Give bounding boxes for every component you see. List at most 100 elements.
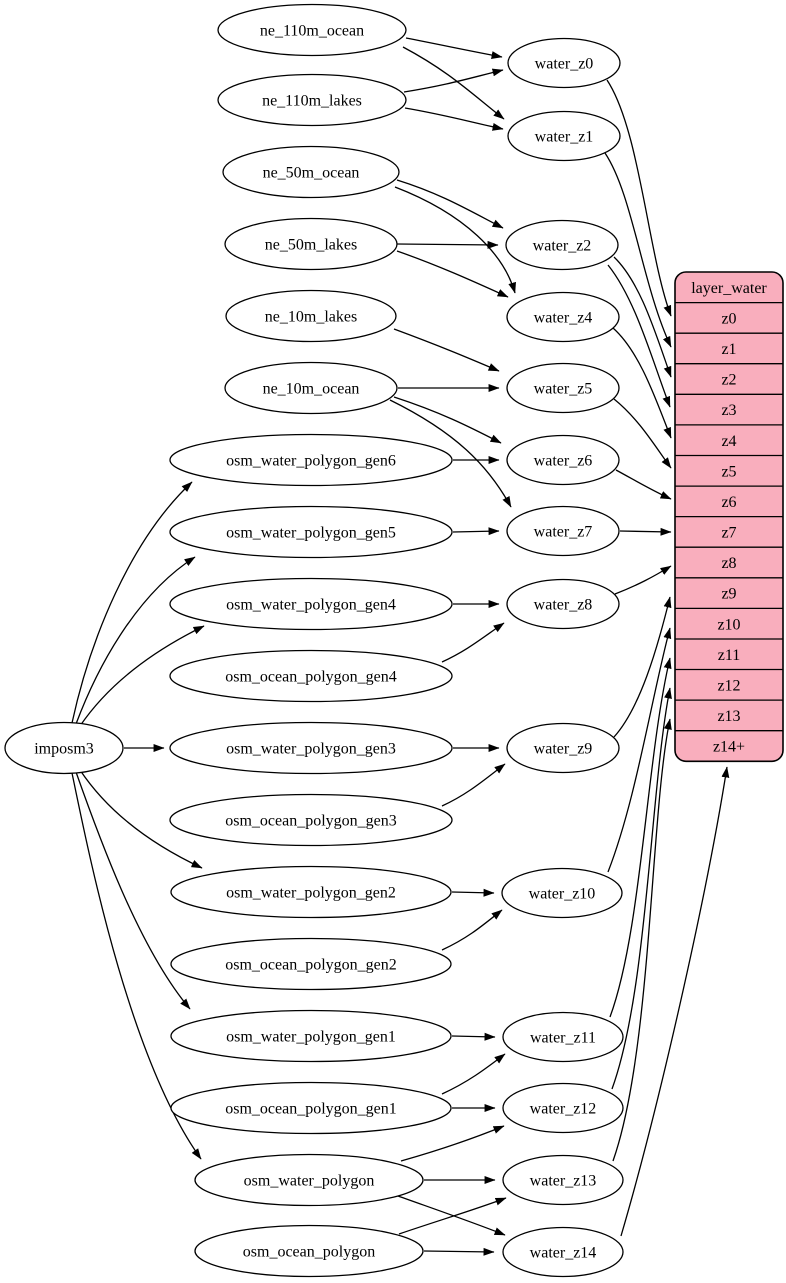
node-shape [506, 434, 620, 486]
edges [71, 37, 730, 1256]
table-row-z4: z4 [721, 433, 736, 450]
table-row-z13: z13 [717, 708, 740, 725]
node-shape [169, 721, 453, 775]
edge-ne_50m_lakes-water_z2 [396, 240, 499, 249]
node-osm_water_polygon_gen5: osm_water_polygon_gen5 [169, 505, 453, 559]
node-water_z2: water_z2 [505, 219, 619, 271]
node-shape [501, 867, 623, 919]
node-label: osm_ocean_polygon_gen1 [225, 1101, 397, 1118]
node-water_z6: water_z6 [506, 434, 620, 486]
node-label: water_z6 [534, 453, 593, 470]
node-water_z13: water_z13 [502, 1154, 624, 1206]
node-ne_110m_ocean: ne_110m_ocean [217, 3, 407, 57]
edge-water_z1-row_z1 [604, 152, 672, 348]
node-label: osm_water_polygon_gen3 [226, 741, 396, 758]
table-row-z6: z6 [721, 494, 736, 511]
node-label: osm_water_polygon_gen5 [226, 525, 396, 542]
edge-water_z10-row_z10 [607, 627, 672, 873]
node-label: water_z2 [533, 238, 592, 255]
table-row-z1: z1 [721, 341, 736, 358]
node-osm_water_polygon_gen3: osm_water_polygon_gen3 [169, 721, 453, 775]
node-label: ne_110m_ocean [260, 23, 364, 40]
node-water_z5: water_z5 [506, 362, 620, 414]
node-osm_water_polygon_gen2: osm_water_polygon_gen2 [170, 865, 452, 919]
edge-osm_ocean_polygon_gen4-water_z8 [441, 622, 505, 663]
node-shape [505, 219, 619, 271]
node-shape [507, 37, 621, 89]
node-label: osm_ocean_polygon_gen2 [225, 957, 397, 974]
node-label: water_z0 [535, 56, 594, 73]
edge-osm_ocean_polygon-water_z14 [423, 1247, 495, 1256]
node-water_z1: water_z1 [507, 110, 621, 162]
table-row-z7: z7 [721, 525, 736, 542]
edge-osm_ocean_polygon_gen2-water_z10 [441, 909, 503, 951]
edge-osm_water_polygon-water_z14 [397, 1195, 506, 1236]
edge-ne_50m_ocean-water_z4 [394, 186, 516, 294]
node-shape [170, 865, 452, 919]
edge-imposm3-osm_water_polygon_gen1 [75, 771, 191, 1010]
node-shape [170, 1009, 452, 1063]
node-water_z7: water_z7 [506, 505, 620, 557]
edge-ne_110m_ocean-water_z1 [402, 46, 505, 120]
edge-water_z4-row_z4 [612, 327, 672, 439]
node-water_z10: water_z10 [501, 867, 623, 919]
node-osm_water_polygon_gen4: osm_water_polygon_gen4 [169, 577, 453, 631]
edge-water_z2-row_z2 [613, 256, 672, 378]
table-title: layer_water [691, 280, 767, 297]
node-shape [4, 721, 124, 775]
edge-water_z13-row_z13 [612, 718, 672, 1162]
edge-ne_10m_ocean-water_z6 [393, 396, 502, 444]
edge-ne_110m_lakes-water_z0 [403, 68, 504, 93]
node-shape [169, 649, 453, 703]
node-shape [169, 577, 453, 631]
edge-ne_50m_ocean-water_z2 [396, 179, 504, 229]
node-osm_ocean_polygon: osm_ocean_polygon [194, 1224, 424, 1278]
node-label: osm_water_polygon_gen1 [226, 1029, 396, 1046]
edge-osm_ocean_polygon_gen3-water_z9 [441, 763, 506, 807]
node-shape [194, 1224, 424, 1278]
edge-water_z14-row_z14plus [620, 766, 730, 1237]
edge-osm_ocean_polygon-water_z13 [398, 1197, 507, 1235]
node-shape [170, 1081, 452, 1135]
node-label: osm_water_polygon_gen6 [226, 453, 396, 470]
table-row-z10: z10 [717, 616, 740, 633]
node-shape [506, 505, 620, 557]
node-label: ne_110m_lakes [262, 93, 362, 110]
node-label: ne_10m_ocean [263, 381, 360, 398]
node-shape [502, 1154, 624, 1206]
edge-osm_ocean_polygon_gen1-water_z11 [441, 1053, 506, 1095]
edge-ne_110m_ocean-water_z0 [405, 37, 503, 59]
edge-imposm3-osm_water_polygon_gen6 [71, 481, 193, 724]
node-label: ne_50m_lakes [265, 237, 357, 254]
node-water_z12: water_z12 [502, 1082, 624, 1134]
node-osm_water_polygon_gen1: osm_water_polygon_gen1 [170, 1009, 452, 1063]
node-label: osm_ocean_polygon_gen4 [225, 669, 397, 686]
node-shape [169, 433, 453, 487]
node-label: water_z14 [530, 1245, 597, 1262]
table-row-z12: z12 [717, 677, 740, 694]
layer-water-table: layer_water z0 z1 z2 z3 z4 z5 z6 z7 z8 z… [674, 271, 784, 763]
node-label: water_z5 [534, 381, 593, 398]
edge-osm_water_polygon-water_z12 [400, 1125, 505, 1162]
node-osm_ocean_polygon_gen4: osm_ocean_polygon_gen4 [169, 649, 453, 703]
edge-imposm3-osm_water_polygon_gen4 [79, 625, 205, 727]
node-label: imposm3 [34, 741, 94, 758]
edge-water_z6-row_z6 [615, 469, 672, 500]
table-row-z8: z8 [721, 555, 736, 572]
node-shape [169, 505, 453, 559]
node-shape [506, 578, 620, 630]
edge-ne_10m_ocean-water_z7 [389, 399, 512, 508]
node-label: osm_ocean_polygon_gen3 [225, 813, 397, 830]
node-osm_ocean_polygon_gen2: osm_ocean_polygon_gen2 [170, 937, 452, 991]
node-shape [506, 291, 620, 343]
edge-osm_water_polygon_gen5-water_z7 [452, 527, 500, 536]
table-row-z11: z11 [718, 647, 741, 664]
node-osm_ocean_polygon_gen1: osm_ocean_polygon_gen1 [170, 1081, 452, 1135]
node-label: osm_water_polygon_gen2 [226, 885, 396, 902]
node-label: water_z1 [535, 129, 594, 146]
node-label: water_z9 [534, 741, 593, 758]
edge-ne_110m_lakes-water_z1 [404, 107, 504, 131]
node-ne_50m_lakes: ne_50m_lakes [224, 217, 398, 271]
node-water_z11: water_z11 [502, 1011, 624, 1063]
node-water_z4: water_z4 [506, 291, 620, 343]
